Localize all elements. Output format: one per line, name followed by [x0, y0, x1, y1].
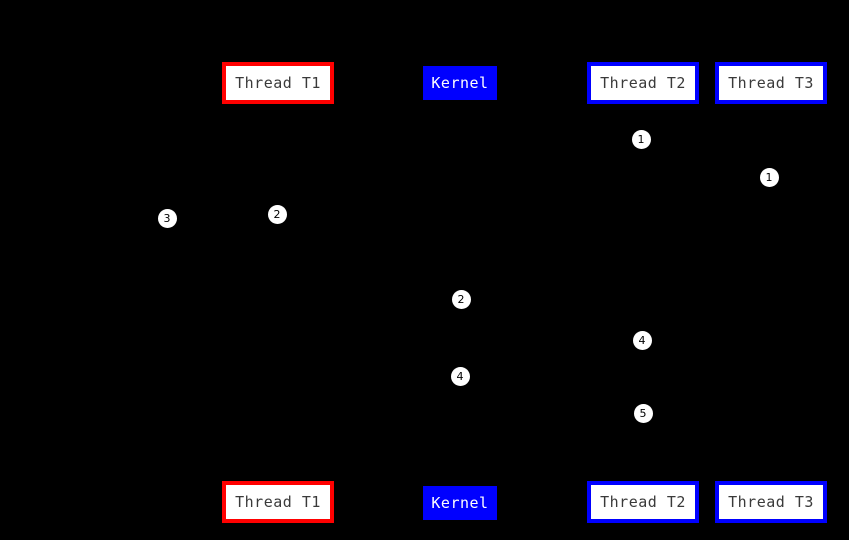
participant-label: Kernel — [431, 73, 489, 92]
participant-box-thread-t1-top[interactable]: Thread T1 — [222, 62, 334, 104]
lifeline-t1 — [278, 104, 279, 481]
step-badge: 1 — [631, 129, 651, 149]
participant-label: Thread T2 — [600, 73, 686, 92]
step-badge: 4 — [632, 330, 652, 350]
participant-box-kernel-top[interactable]: Kernel — [423, 66, 497, 100]
participant-box-thread-t3-bottom[interactable]: Thread T3 — [715, 481, 827, 523]
lifeline-t2 — [643, 104, 644, 481]
participant-box-thread-t2-bottom[interactable]: Thread T2 — [587, 481, 699, 523]
lifeline-t3 — [771, 104, 772, 481]
participant-box-thread-t3-top[interactable]: Thread T3 — [715, 62, 827, 104]
participant-label: Thread T1 — [235, 492, 321, 511]
participant-label: Thread T3 — [728, 73, 814, 92]
participant-box-kernel-bottom[interactable]: Kernel — [423, 486, 497, 520]
participant-label: Thread T2 — [600, 492, 686, 511]
participant-label: Thread T3 — [728, 492, 814, 511]
step-badge: 2 — [451, 289, 471, 309]
participant-label: Thread T1 — [235, 73, 321, 92]
step-badge: 1 — [759, 167, 779, 187]
participant-label: Kernel — [431, 493, 489, 512]
step-badge: 3 — [157, 208, 177, 228]
participant-box-thread-t2-top[interactable]: Thread T2 — [587, 62, 699, 104]
step-badge: 5 — [633, 403, 653, 423]
step-badge: 4 — [450, 366, 470, 386]
participant-box-thread-t1-bottom[interactable]: Thread T1 — [222, 481, 334, 523]
step-badge: 2 — [267, 204, 287, 224]
